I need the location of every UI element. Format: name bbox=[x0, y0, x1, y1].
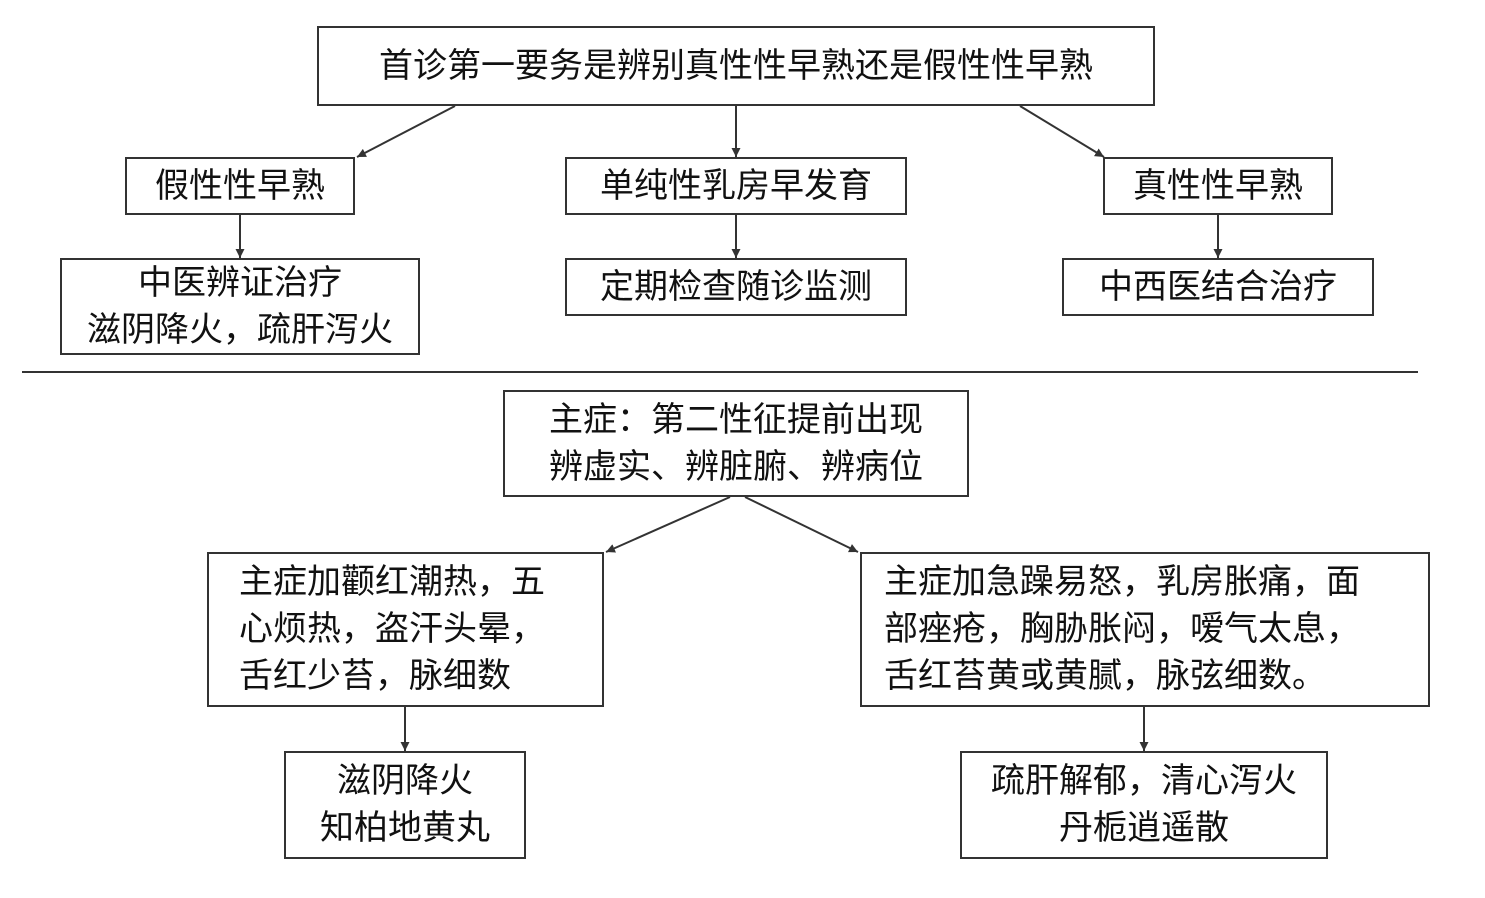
thelarche-text: 单纯性乳房早发育 bbox=[600, 165, 872, 206]
yin-deficiency-treatment-box: 滋阴降火 知柏地黄丸 bbox=[284, 751, 526, 859]
main-symptom-box: 主症：第二性征提前出现 辨虚实、辨脏腑、辨病位 bbox=[503, 390, 969, 497]
yin-deficiency-symptoms-box: 主症加颧红潮热，五 心烦热，盗汗头晕， 舌红少苔，脉细数 bbox=[207, 552, 604, 707]
arrow-main-to-yin-deficiency bbox=[605, 496, 731, 553]
pseudo-treatment-text: 中医辨证治疗 滋阴降火，疏肝泻火 bbox=[87, 262, 393, 350]
root-question-text: 首诊第一要务是辨别真性性早熟还是假性性早熟 bbox=[379, 45, 1093, 86]
yin-deficiency-treatment-text: 滋阴降火 知柏地黄丸 bbox=[320, 761, 490, 848]
liver-fire-treatment-box: 疏肝解郁，清心泻火 丹栀逍遥散 bbox=[960, 751, 1328, 859]
arrow-root-to-true bbox=[1019, 105, 1105, 158]
pseudo-precocious-box: 假性性早熟 bbox=[125, 157, 355, 215]
main-symptom-text: 主症：第二性征提前出现 辨虚实、辨脏腑、辨病位 bbox=[549, 399, 923, 487]
liver-fire-treatment-text: 疏肝解郁，清心泻火 丹栀逍遥散 bbox=[991, 761, 1297, 848]
arrow-root-to-pseudo bbox=[356, 105, 456, 158]
thelarche-treatment-text: 定期检查随诊监测 bbox=[600, 266, 872, 307]
arrow-main-to-liver-fire bbox=[744, 496, 859, 553]
pseudo-precocious-text: 假性性早熟 bbox=[155, 165, 325, 206]
true-treatment-box: 中西医结合治疗 bbox=[1062, 258, 1374, 316]
pseudo-treatment-box: 中医辨证治疗 滋阴降火，疏肝泻火 bbox=[60, 258, 420, 355]
true-treatment-text: 中西医结合治疗 bbox=[1099, 266, 1337, 307]
thelarche-box: 单纯性乳房早发育 bbox=[565, 157, 907, 215]
true-precocious-box: 真性性早熟 bbox=[1103, 157, 1333, 215]
yin-deficiency-symptoms-text: 主症加颧红潮热，五 心烦热，盗汗头晕， 舌红少苔，脉细数 bbox=[239, 562, 545, 696]
liver-fire-symptoms-box: 主症加急躁易怒，乳房胀痛，面 部痤疮，胸胁胀闷，嗳气太息， 舌红苔黄或黄腻，脉弦… bbox=[860, 552, 1430, 707]
thelarche-treatment-box: 定期检查随诊监测 bbox=[565, 258, 907, 316]
liver-fire-symptoms-text: 主症加急躁易怒，乳房胀痛，面 部痤疮，胸胁胀闷，嗳气太息， 舌红苔黄或黄腻，脉弦… bbox=[884, 562, 1360, 696]
true-precocious-text: 真性性早熟 bbox=[1133, 165, 1303, 206]
root-question-box: 首诊第一要务是辨别真性性早熟还是假性性早熟 bbox=[317, 26, 1155, 106]
